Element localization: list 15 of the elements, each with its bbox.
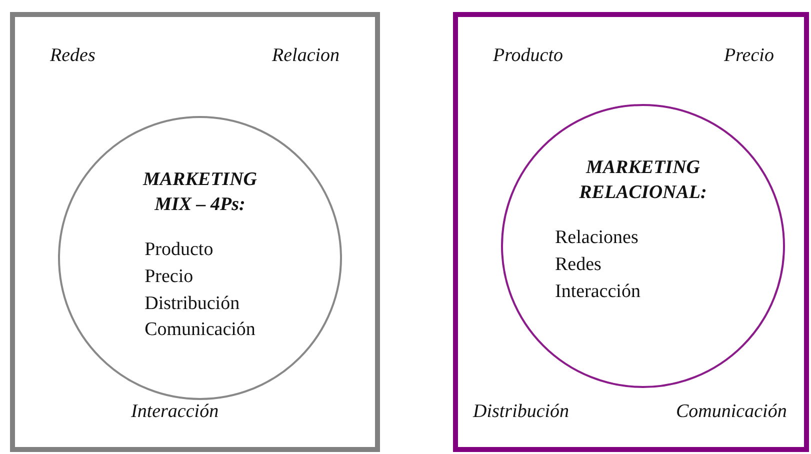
circle-list: Relaciones Redes Interacción xyxy=(555,225,640,306)
corner-label: Comunicación xyxy=(676,401,787,423)
panel-frame xyxy=(453,12,809,452)
circle-heading: MARKETING MIX – 4Ps: xyxy=(142,168,258,217)
corner-label: Precio xyxy=(724,45,774,67)
corner-label: Producto xyxy=(493,45,564,67)
circle-node xyxy=(58,116,342,400)
corner-label: Interacción xyxy=(131,401,219,423)
corner-label: Distribución xyxy=(473,401,570,423)
circle-list: Producto Precio Distribución Comunicación xyxy=(144,237,256,344)
panel-frame xyxy=(10,12,380,452)
corner-label: Redes xyxy=(50,45,96,67)
circle-heading: MARKETING RELACIONAL: xyxy=(578,156,708,205)
corner-label: Relacion xyxy=(272,45,340,67)
circle-node xyxy=(501,104,785,388)
